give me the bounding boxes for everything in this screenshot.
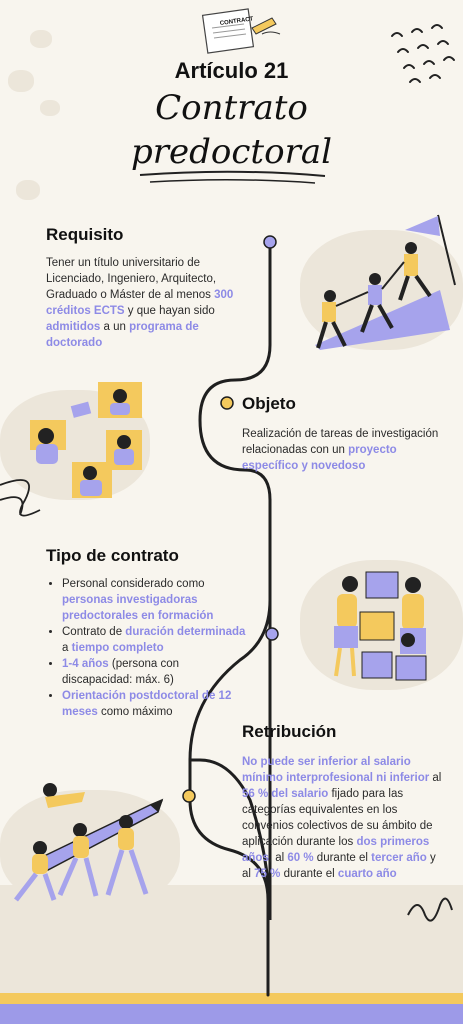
highlight: cuarto año <box>337 868 397 880</box>
text-run: Realización de tareas de investigación r… <box>242 428 439 456</box>
timeline-dot <box>182 789 196 803</box>
objeto-text: Realización de tareas de investigación r… <box>242 426 442 474</box>
section-objeto: Objeto Realización de tareas de investig… <box>242 394 442 474</box>
highlight: 56 % del salario <box>242 788 329 800</box>
tipo-bullet-list: Personal considerado como personas inves… <box>46 576 246 720</box>
requisito-text: Tener un título universitario de Licenci… <box>46 255 256 351</box>
text-run: y al <box>242 852 436 880</box>
background-blob <box>16 180 40 200</box>
boxes-team-illustration <box>334 571 427 681</box>
contract-icon <box>201 8 281 54</box>
text-run: (persona con discapacidad: máx. 6) <box>62 658 179 686</box>
section-requisito: Requisito Tener un título universitario … <box>46 225 256 351</box>
ground-band <box>0 885 463 995</box>
scribble-doodle-icon <box>407 897 453 922</box>
highlight: duración determinada <box>125 626 246 638</box>
highlight: 60 % <box>287 852 314 864</box>
timeline-dot <box>220 396 234 410</box>
highlight: No puede ser inferior al salario mínimo … <box>242 756 430 784</box>
text-run: Contrato de <box>62 626 126 638</box>
text-run: a <box>62 642 72 654</box>
text-run: y que hayan sido <box>124 305 215 317</box>
title-line-1: Contrato <box>155 88 308 128</box>
timeline-dot <box>265 627 279 641</box>
highlight: 1-4 años <box>62 658 109 670</box>
text-run: Personal considerado como <box>62 578 205 590</box>
text-run: al <box>429 772 442 784</box>
highlight: admitidos <box>46 321 101 333</box>
background-blob <box>40 100 60 116</box>
timeline-path-lower <box>188 498 272 997</box>
list-item: Personal considerado como personas inves… <box>62 576 246 624</box>
highlight: 75 % <box>254 868 281 880</box>
scribble-doodle-icon <box>0 479 41 517</box>
list-item: Contrato de duración determinada a tiemp… <box>62 624 246 656</box>
timeline-dot <box>263 235 277 249</box>
bottom-bar-blue <box>0 1004 463 1024</box>
text-run: Tener un título universitario de Licenci… <box>46 257 217 301</box>
section-title-retribucion: Retribución <box>242 722 337 741</box>
team-climbing-illustration <box>315 214 456 350</box>
title-line-2: predoctoral <box>131 132 332 172</box>
contract-icon-label: CONTRACT <box>220 16 255 27</box>
section-title-tipo: Tipo de contrato <box>46 546 179 565</box>
text-run: fijado para las categorías equivalentes … <box>242 788 433 848</box>
bottom-bar-yellow <box>0 993 463 1004</box>
text-run: durante el <box>313 852 372 864</box>
text-run: , al <box>268 852 288 864</box>
background-blob <box>8 70 34 92</box>
section-tipo-contrato: Tipo de contrato Personal considerado co… <box>46 546 246 720</box>
list-item: 1-4 años (persona con discapacidad: máx.… <box>62 656 246 688</box>
pencil-team-illustration <box>14 783 164 902</box>
text-run: como máximo <box>97 706 173 718</box>
text-run: durante el <box>280 868 338 880</box>
list-item: Orientación postdoctoral de 12 meses com… <box>62 688 246 720</box>
wave-doodle-icon <box>391 24 455 83</box>
timeline-path <box>188 240 272 921</box>
retribucion-text: No puede ser inferior al salario mínimo … <box>242 754 442 882</box>
highlight: personas investigadoras predoctorales en… <box>62 594 214 622</box>
background-blob <box>30 30 52 48</box>
text-run: a un <box>100 321 130 333</box>
highlight: tercer año <box>371 852 427 864</box>
highlight: programa de doctorado <box>46 321 199 349</box>
highlight: proyecto específico y novedoso <box>242 444 397 472</box>
highlight: Orientación postdoctoral de 12 meses <box>62 690 232 718</box>
highlight: tiempo completo <box>71 642 164 654</box>
remote-team-illustration <box>30 382 142 498</box>
section-title-objeto: Objeto <box>242 394 296 413</box>
highlight: 300 créditos ECTS <box>46 289 234 317</box>
section-title-requisito: Requisito <box>46 225 124 244</box>
highlight: dos primeros años <box>242 836 430 864</box>
article-heading: Artículo 21 <box>174 58 289 83</box>
section-retribucion: Retribución No puede ser inferior al sal… <box>242 722 442 882</box>
